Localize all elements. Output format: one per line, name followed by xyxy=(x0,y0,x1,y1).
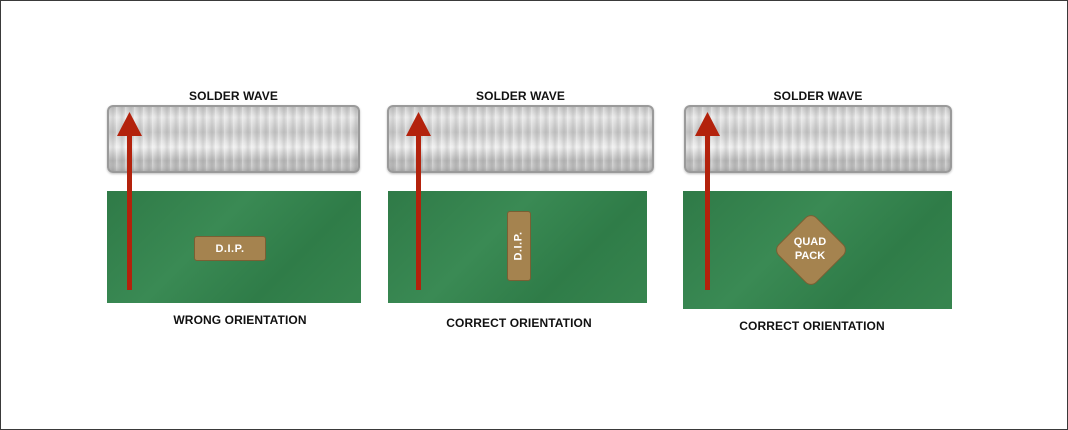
direction-arrow-icon xyxy=(117,112,142,290)
solder-wave-icon xyxy=(387,105,654,173)
solder-wave-icon xyxy=(684,105,952,173)
orientation-label: CORRECT ORIENTATION xyxy=(739,319,885,333)
solder-wave-label: SOLDER WAVE xyxy=(476,89,565,103)
solder-wave-label: SOLDER WAVE xyxy=(189,89,278,103)
quad-pack-component: QUAD PACK xyxy=(772,211,850,289)
orientation-label: WRONG ORIENTATION xyxy=(173,313,307,327)
quad-label-line2: PACK xyxy=(794,250,826,262)
orientation-label: CORRECT ORIENTATION xyxy=(446,316,592,330)
direction-arrow-icon xyxy=(695,112,720,290)
direction-arrow-icon xyxy=(406,112,431,290)
quad-pack-label: QUAD PACK xyxy=(775,214,845,284)
quad-label-line1: QUAD xyxy=(793,236,827,248)
dip-component-horizontal: D.I.P. xyxy=(194,236,266,261)
dip-component-vertical: D.I.P. xyxy=(507,211,531,281)
solder-wave-icon xyxy=(107,105,360,173)
solder-wave-label: SOLDER WAVE xyxy=(773,89,863,103)
dip-label: D.I.P. xyxy=(215,242,245,255)
